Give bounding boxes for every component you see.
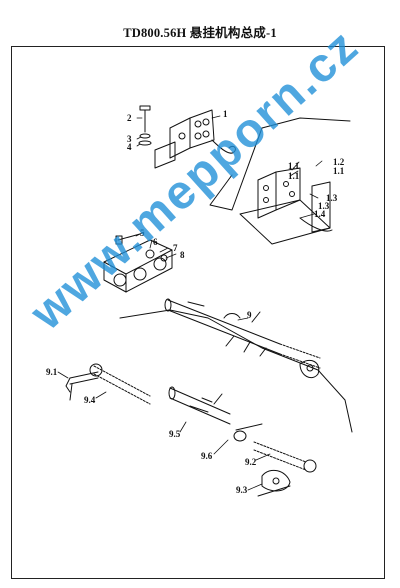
callout-6: 6 <box>153 237 158 247</box>
callout-9-6: 9.6 <box>201 451 213 461</box>
shaft-part-9-5 <box>168 386 231 425</box>
diagram-frame <box>11 46 385 579</box>
bracket-part-1 <box>154 109 236 169</box>
callout-1-3b: 1.3 <box>318 201 330 211</box>
callout-1-1c: 1.1 <box>333 166 345 176</box>
leader-lines <box>57 115 323 491</box>
callout-4: 4 <box>127 142 132 152</box>
bracket-part-1-exploded <box>239 167 333 245</box>
callout-9-4: 9.4 <box>84 395 96 405</box>
callout-1-1a: 1.1 <box>288 161 300 171</box>
callout-1-2: 1.2 <box>333 157 345 167</box>
bolt-part-2 <box>138 105 152 146</box>
callout-9-2: 9.2 <box>245 457 257 467</box>
callout-3: 3 <box>127 134 132 144</box>
sleeve-part-9-6 <box>233 423 263 442</box>
callout-1-4: 1.4 <box>314 209 326 219</box>
callout-9-1: 9.1 <box>46 367 58 377</box>
shaft-assembly-part-9 <box>164 298 321 379</box>
callout-1: 1 <box>223 109 228 119</box>
callout-1-1b: 1.1 <box>288 171 300 181</box>
callout-5: 5 <box>140 228 145 238</box>
pin-part-9-1 <box>65 371 99 401</box>
spring-part-9-2 <box>253 441 317 473</box>
callout-7: 7 <box>173 243 178 253</box>
callout-8: 8 <box>180 250 185 260</box>
page-title: TD800.56H 悬挂机构总成-1 <box>123 26 277 40</box>
clevis-part-9-3 <box>257 469 291 497</box>
callout-9-5: 9.5 <box>169 429 181 439</box>
callout-1-3a: 1.3 <box>326 193 338 203</box>
callout-2: 2 <box>127 113 132 123</box>
callout-9: 9 <box>247 310 252 320</box>
outline-line-upper <box>209 117 351 211</box>
outline-line-lower <box>119 309 353 433</box>
callout-9-3: 9.3 <box>236 485 248 495</box>
lower-link-part-9-4 <box>89 363 151 405</box>
